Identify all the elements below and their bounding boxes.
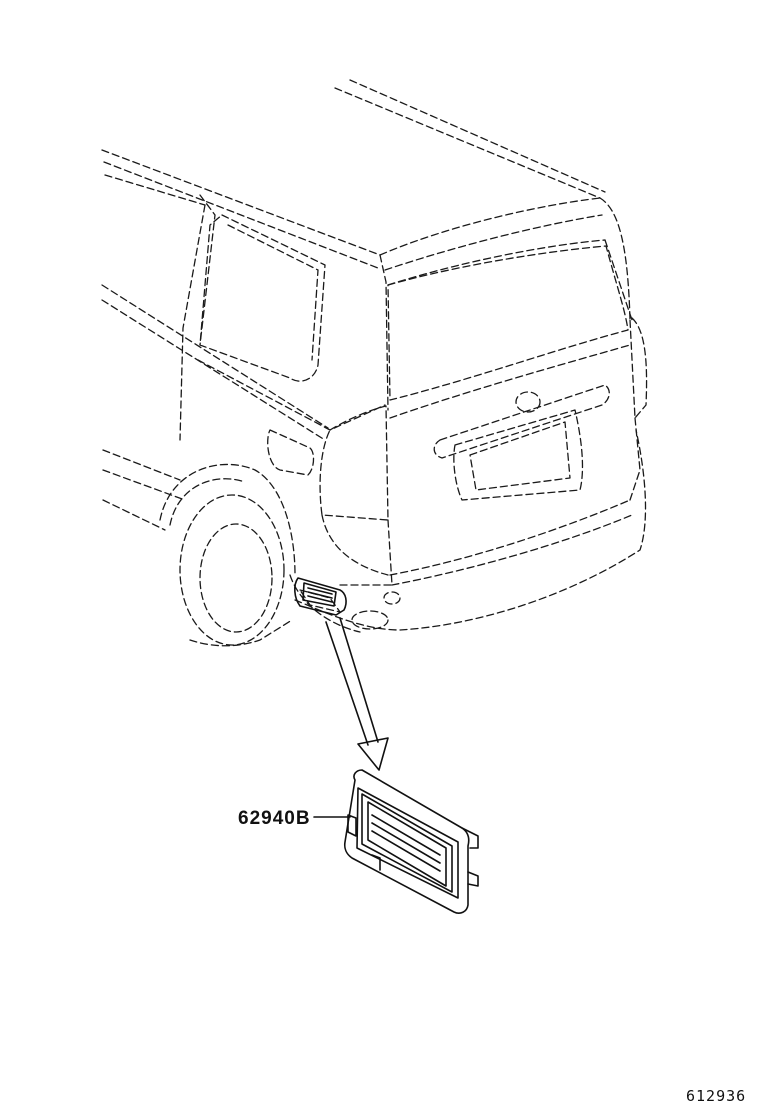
duct-location-outline: [294, 577, 347, 616]
detail-part-outline: [343, 769, 479, 914]
vehicle-outline: [101, 79, 648, 647]
leader-arrow: [325, 617, 389, 771]
part-number-label: 62940B: [238, 808, 311, 829]
illustration-number: 612936: [686, 1087, 746, 1105]
part-callout: 62940B: [238, 808, 351, 829]
